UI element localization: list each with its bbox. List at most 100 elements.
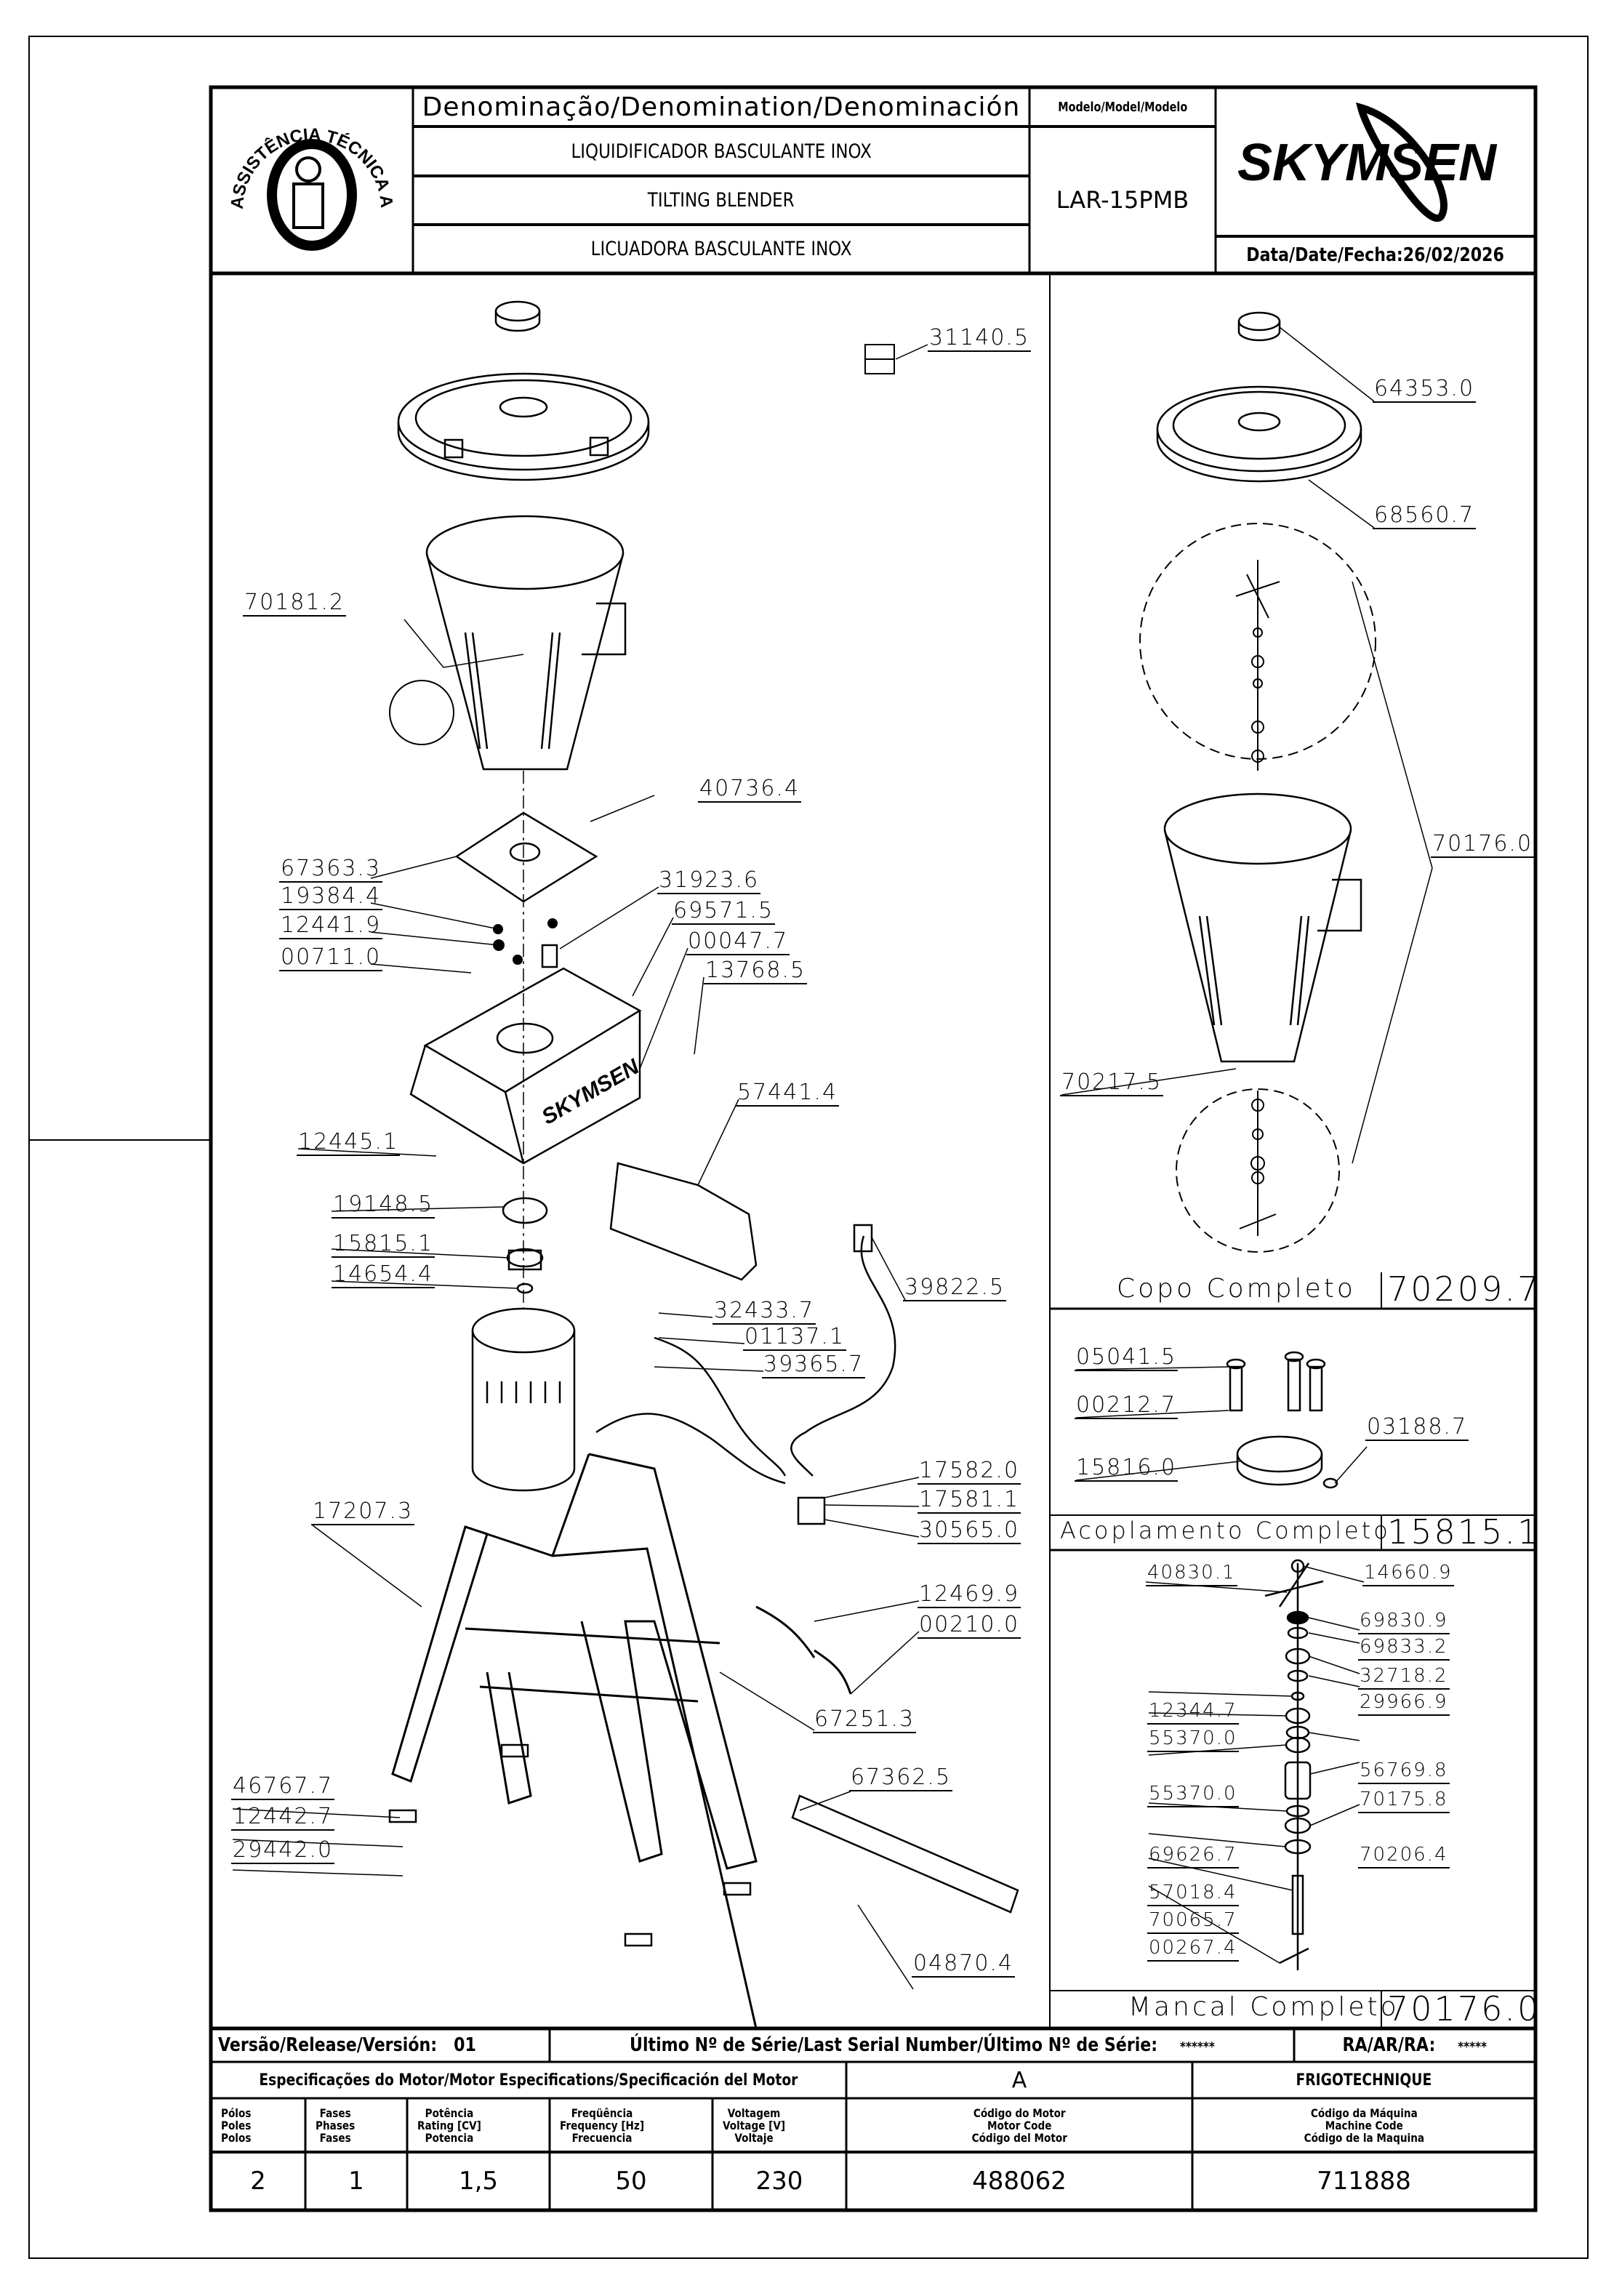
part-number-label: 01137.1 [743, 1324, 847, 1351]
part-number-label: 70176.0 [1431, 831, 1535, 858]
ra-cell: RA/AR/RA: ***** [1294, 2028, 1535, 2062]
part-number-label: 19384.4 [279, 883, 383, 910]
date-label: Data/Date/Fecha: [1246, 244, 1404, 266]
copo-blade-stack [1235, 560, 1280, 771]
ra-value: ***** [1458, 2039, 1487, 2055]
spec-column-header: Código do Motor Motor Code Código del Mo… [846, 2098, 1192, 2152]
part-number-label: 55370.0 [1147, 1727, 1239, 1752]
fasteners [493, 918, 558, 965]
name-pt-cell: LIQUIDIFICADOR BASCULANTE INOX [413, 127, 1029, 176]
part-number-label: 70217.5 [1060, 1069, 1164, 1096]
part-number-label: 30565.0 [918, 1517, 1021, 1544]
spec-column-value: 488062 [972, 2167, 1067, 2196]
copo-lid [1156, 385, 1362, 483]
tilting-stand [391, 1453, 758, 2029]
part-number-label: 67362.5 [849, 1765, 953, 1791]
part-number-label: 56769.8 [1358, 1759, 1450, 1784]
part-number-label: 40830.1 [1146, 1562, 1237, 1586]
leader-lines [232, 326, 1433, 1990]
part-number-label: 04870.4 [912, 1951, 1016, 1978]
part-number-label: 39365.7 [762, 1352, 866, 1378]
part-number-label: 69833.2 [1358, 1636, 1450, 1661]
spec-column-value: 50 [615, 2167, 647, 2196]
part-number-label: 67251.3 [813, 1706, 917, 1733]
manufacturer-cell: FRIGOTECHNIQUE [1192, 2062, 1535, 2098]
part-number-label: 17582.0 [918, 1458, 1021, 1485]
part-number-label: 29966.9 [1358, 1691, 1450, 1716]
motor-type: A [1011, 2067, 1027, 2093]
motor-spec-title-cell: Especificações do Motor/Motor Especifica… [211, 2062, 846, 2098]
spec-column-header: Fases Phases Fases [305, 2098, 407, 2152]
spec-column-value: 2 [250, 2167, 266, 2196]
serial-value: ****** [1179, 2039, 1215, 2055]
part-number-label: 68560.7 [1373, 502, 1477, 529]
skymsen-logo: SKYMSEN [1237, 102, 1498, 222]
serial-field: Último Nº de Série/Last Serial Number/Úl… [630, 2034, 1215, 2056]
part-number-label: 40736.4 [698, 776, 802, 803]
detail-circle-bottom [1176, 1088, 1340, 1253]
spec-column-header: Freqüência Frequency [Hz] Frecuencia [550, 2098, 712, 2152]
spec-column-header: Voltagem Voltage [V] Voltaje [712, 2098, 846, 2152]
svg-text:ASSISTÊNCIA TÉCNICA AUTORIZADA: ASSISTÊNCIA TÉCNICA AUTORIZADA [225, 100, 396, 210]
spec-column-value: 1 [348, 2167, 364, 2196]
part-number-label: 70175.8 [1358, 1789, 1450, 1813]
part-number-label: 46767.7 [231, 1773, 335, 1800]
release-label: Versão/Release/Versión: [218, 2034, 438, 2056]
copo-jar [1163, 792, 1362, 1063]
part-number-label: 55370.0 [1147, 1783, 1239, 1807]
name-es-cell: LICUADORA BASCULANTE INOX [413, 225, 1029, 273]
part-number-label: 64353.0 [1373, 376, 1477, 403]
lid [397, 372, 650, 481]
mancal-shaft-stack [1264, 1559, 1324, 1970]
part-number-label: 14654.4 [332, 1261, 435, 1288]
copo-bearing-stack [1239, 1091, 1277, 1236]
part-number-label: 32433.7 [712, 1298, 816, 1325]
part-number-label: 19148.5 [332, 1192, 435, 1219]
authorized-service-seal: ASSISTÊNCIA TÉCNICA AUTORIZADA [211, 87, 413, 273]
name-en-cell: TILTING BLENDER [413, 176, 1029, 225]
part-number-label: 70181.2 [243, 590, 347, 617]
release-cell: Versão/Release/Versión: 01 [211, 2028, 550, 2062]
part-number-label: 00711.0 [279, 944, 383, 971]
spec-column-header: Potência Rating [CV] Potencia [407, 2098, 550, 2152]
part-number-label: 12344.7 [1147, 1700, 1239, 1725]
assembly-name-acoplamento: Acoplamento Completo [1060, 1517, 1391, 1544]
assembly-code-mancal: 70176.0 [1387, 1989, 1541, 2028]
part-number-label: 69571.5 [672, 898, 776, 925]
part-number-label: 15816.0 [1075, 1455, 1179, 1482]
part-number-label: 13768.5 [704, 958, 808, 984]
serial-cell: Último Nº de Série/Last Serial Number/Úl… [550, 2028, 1294, 2062]
spec-column-label: Voltagem Voltage [V] Voltaje [723, 2106, 786, 2145]
model-title-cell: Modelo/Model/Modelo [1029, 87, 1216, 127]
acoplamento-parts [1226, 1351, 1338, 1489]
part-number-label: 69626.7 [1147, 1844, 1239, 1868]
model-title: Modelo/Model/Modelo [1057, 99, 1187, 115]
cable-gland [541, 944, 558, 968]
spec-column-value: 711888 [1317, 2167, 1411, 2196]
coupling-parts [502, 1197, 548, 1294]
part-number-label: 69830.9 [1358, 1610, 1450, 1634]
release-field: Versão/Release/Versión: 01 [218, 2034, 476, 2056]
assembly-name-copo: Copo Completo [1117, 1274, 1356, 1304]
spec-column-label: Código da Máquina Machine Code Código de… [1304, 2106, 1424, 2145]
spec-column-label: Potência Rating [CV] Potencia [417, 2106, 481, 2145]
copo-knob [1237, 311, 1281, 342]
motor-manufacturer: FRIGOTECHNIQUE [1296, 2071, 1432, 2090]
part-number-label: 70065.7 [1147, 1909, 1239, 1934]
sheet-border [28, 36, 1589, 2259]
lid-knob [494, 300, 541, 332]
motor-spec-title: Especificações do Motor/Motor Especifica… [259, 2071, 798, 2090]
part-number-label: 12442.7 [231, 1804, 335, 1831]
svg-text:SKYMSEN: SKYMSEN [538, 1054, 644, 1129]
date-field: Data/Date/Fecha:26/02/2026 [1247, 244, 1505, 266]
part-number-label: 17207.3 [311, 1498, 415, 1525]
part-number-label: 17581.1 [918, 1487, 1021, 1514]
part-number-label: 29442.0 [231, 1837, 335, 1864]
ra-label: RA/AR/RA: [1342, 2034, 1436, 2056]
part-number-label: 03188.7 [1365, 1414, 1469, 1441]
part-number-label: 39822.5 [903, 1275, 1007, 1301]
ra-field: RA/AR/RA: ***** [1343, 2034, 1487, 2056]
motor [471, 1307, 576, 1492]
spec-column-label: Pólos Poles Polos [221, 2106, 252, 2145]
